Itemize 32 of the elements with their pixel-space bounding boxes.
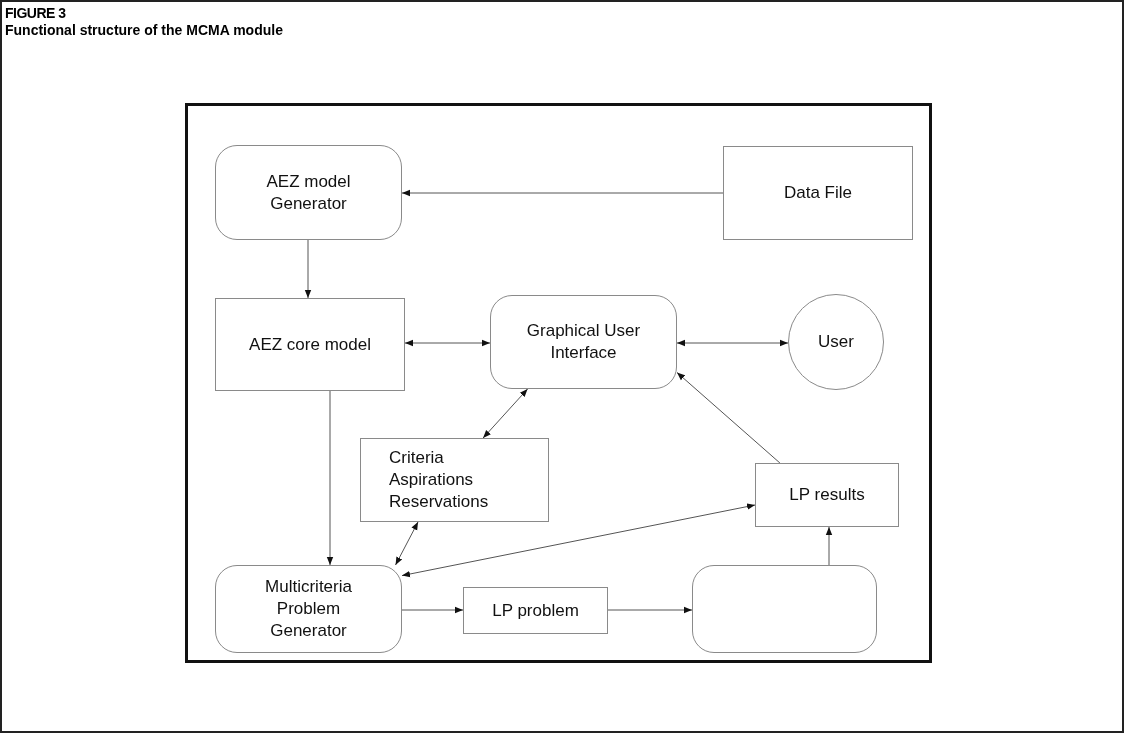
node-label: AEZ core model bbox=[249, 333, 371, 356]
figure-number: FIGURE 3 bbox=[5, 5, 67, 22]
arrow bbox=[326, 390, 334, 566]
node-label: Graphical User Interface bbox=[525, 320, 642, 364]
arrow bbox=[401, 189, 724, 197]
process-box bbox=[215, 298, 405, 391]
node-label: Data File bbox=[784, 182, 852, 204]
arrow bbox=[676, 339, 789, 347]
arrow bbox=[401, 606, 464, 614]
rounded-box bbox=[215, 145, 402, 240]
rounded-box bbox=[215, 565, 402, 653]
process-box bbox=[755, 463, 899, 527]
process-box bbox=[723, 146, 913, 240]
node-label: AEZ model Generator bbox=[265, 170, 352, 215]
node-label: Multicriteria Problem Generator bbox=[264, 576, 353, 642]
process-box bbox=[360, 438, 549, 522]
arrow bbox=[401, 503, 756, 578]
arrow bbox=[825, 526, 833, 566]
node-label: User bbox=[817, 331, 855, 353]
arrow bbox=[482, 388, 529, 439]
process-box bbox=[463, 587, 608, 634]
figure-title: Functional structure of the MCMA module bbox=[5, 22, 283, 39]
rounded-box bbox=[490, 295, 677, 389]
arrow bbox=[395, 521, 419, 566]
arrow bbox=[404, 339, 491, 347]
node-label: Criteria Aspirations Reservations bbox=[389, 447, 490, 513]
node-label: LP results bbox=[789, 484, 865, 506]
empty-box bbox=[692, 565, 877, 653]
arrow bbox=[676, 372, 781, 464]
arrow bbox=[607, 606, 693, 614]
arrow bbox=[304, 239, 312, 299]
node-label: LP problem bbox=[492, 599, 579, 622]
